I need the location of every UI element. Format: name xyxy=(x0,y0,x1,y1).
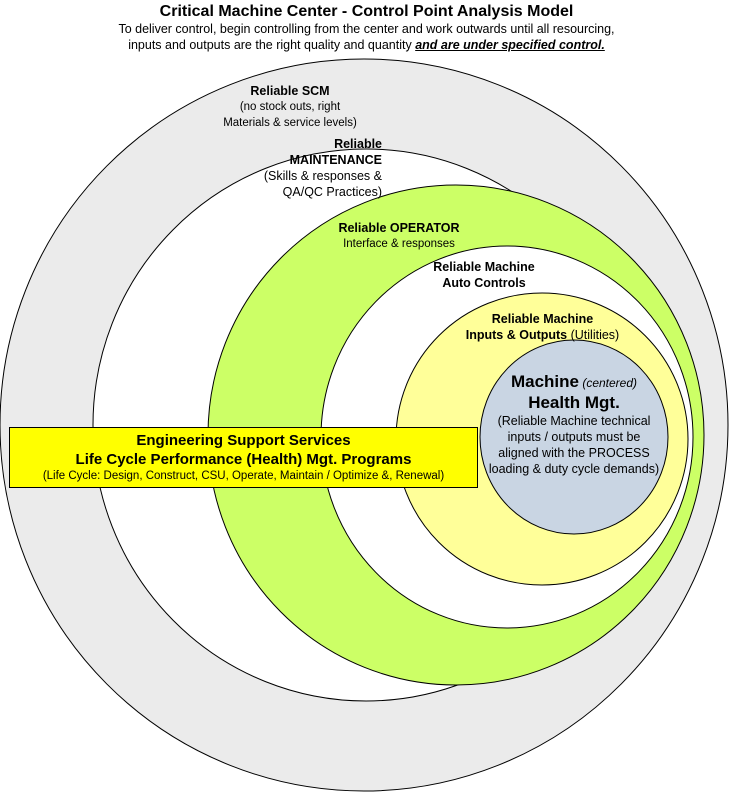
diagram-subtitle-line1: To deliver control, begin controlling fr… xyxy=(118,22,615,36)
maintenance-title1: Reliable xyxy=(334,137,382,151)
utilities-label: Reliable Machine Inputs & Outputs (Utili… xyxy=(455,311,630,343)
maintenance-desc2: QA/QC Practices) xyxy=(282,185,382,199)
scm-desc2: Materials & service levels) xyxy=(223,117,357,129)
maintenance-label: Reliable MAINTENANCE (Skills & responses… xyxy=(230,136,382,200)
utilities-title1: Reliable Machine xyxy=(491,312,594,326)
utilities-title2-line: Inputs & Outputs (Utilities) xyxy=(455,327,630,343)
core-desc2: inputs / outputs must be xyxy=(507,430,641,444)
auto-controls-title1: Reliable Machine xyxy=(433,260,535,274)
core-title: Machine xyxy=(510,372,579,391)
engineering-support-banner: Engineering Support Services Life Cycle … xyxy=(9,427,478,488)
core-title-note: (centered) xyxy=(579,376,638,390)
operator-desc: Interface & responses xyxy=(343,238,455,250)
core-title2: Health Mgt. xyxy=(528,393,620,412)
scm-title: Reliable SCM xyxy=(250,84,330,98)
maintenance-title2: MAINTENANCE xyxy=(289,153,382,167)
core-title-line: Machine (centered) xyxy=(484,372,664,392)
scm-desc1: (no stock outs, right xyxy=(239,101,341,113)
auto-controls-title2: Auto Controls xyxy=(442,276,526,290)
operator-label: Reliable OPERATOR Interface & responses xyxy=(310,220,488,252)
diagram-title: Critical Machine Center - Control Point … xyxy=(159,3,574,20)
utilities-desc: (Utilities) xyxy=(567,328,620,342)
core-circle xyxy=(479,339,669,535)
core-label: Machine (centered) Health Mgt. (Reliable… xyxy=(484,372,664,477)
maintenance-desc1: (Skills & responses & xyxy=(263,169,382,183)
core-desc3: aligned with the PROCESS xyxy=(498,446,650,460)
auto-controls-label: Reliable Machine Auto Controls xyxy=(414,259,554,291)
diagram-subtitle-line2: inputs and outputs are the right quality… xyxy=(0,38,733,52)
operator-title: Reliable OPERATOR xyxy=(338,221,460,235)
scm-label: Reliable SCM (no stock outs, right Mater… xyxy=(190,83,390,131)
core-desc1: (Reliable Machine technical xyxy=(497,414,651,428)
core-desc4: loading & duty cycle demands) xyxy=(488,462,660,476)
subtitle-plain: inputs and outputs are the right quality… xyxy=(128,38,416,52)
banner-line3: (Life Cycle: Design, Construct, CSU, Ope… xyxy=(42,470,445,482)
banner-line2: Life Cycle Performance (Health) Mgt. Pro… xyxy=(75,451,412,468)
utilities-title2: Inputs & Outputs xyxy=(465,328,568,342)
banner-line1: Engineering Support Services xyxy=(136,432,351,449)
subtitle-emphasis: and are under specified control. xyxy=(415,38,605,52)
